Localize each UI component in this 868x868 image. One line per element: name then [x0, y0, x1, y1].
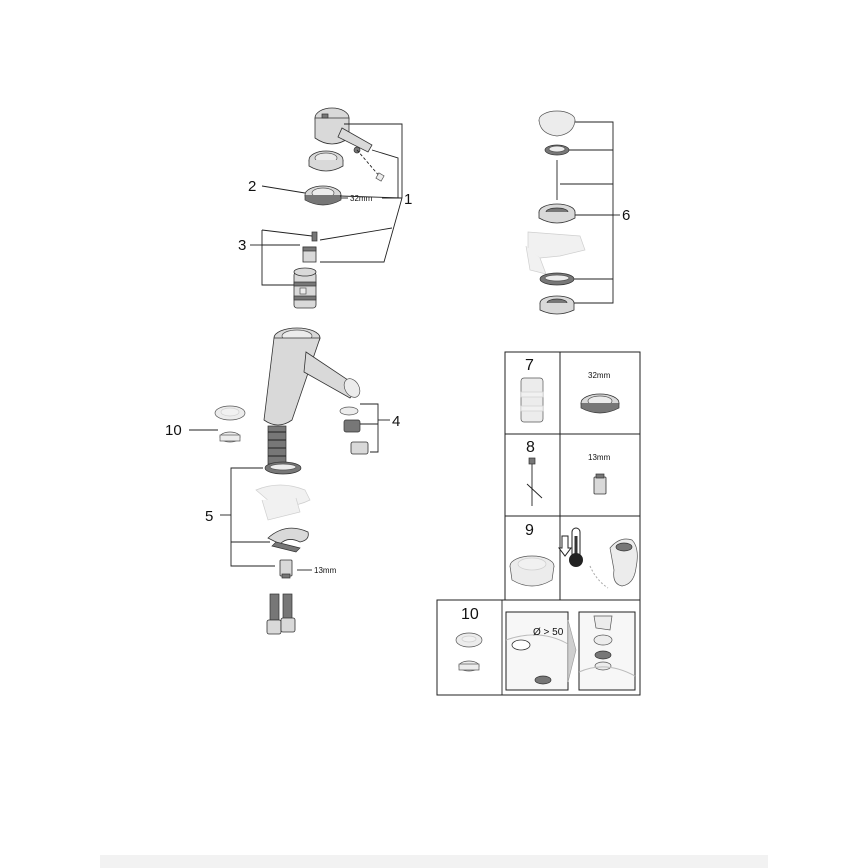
callout-4: 4: [392, 413, 400, 430]
connector-spare-8: [593, 473, 607, 495]
callout-3: 3: [238, 237, 246, 254]
footer-bar: [100, 855, 768, 868]
temperature-limiter-9: [509, 555, 555, 587]
mounting-kit: [255, 484, 311, 579]
sleeve-ring-32mm: [304, 185, 342, 206]
callout-6: 6: [622, 207, 630, 224]
hose-bundle: [267, 425, 287, 465]
drain-cover-left: [214, 405, 246, 443]
connector-dimension-label: 13mm: [314, 566, 337, 575]
handle-rotation-icon: [589, 538, 638, 589]
table-row-10-diameter: Ø > 50: [533, 627, 564, 638]
table-row-10-label: 10: [461, 606, 479, 623]
table-row-7-size: 32mm: [588, 371, 611, 380]
handle-lever: [314, 107, 373, 153]
ring-spare-7: [580, 393, 620, 414]
callout-10-left: 10: [165, 422, 182, 439]
aerator-parts: [339, 406, 369, 455]
grub-screw: [353, 146, 385, 182]
drain-body: [538, 203, 576, 224]
ring-dimension-label: 32mm: [350, 194, 373, 203]
cartridge: [293, 267, 317, 309]
drain-cover-spare-10: [455, 632, 483, 672]
drain-seal: [544, 144, 570, 156]
thermometer-icon: [558, 527, 583, 567]
cartridge-spindle: [302, 231, 318, 263]
table-row-8-label: 8: [526, 439, 535, 456]
spindle-spare-8: [526, 457, 543, 506]
supply-hoses: [266, 593, 296, 635]
callout-1: 1: [404, 191, 412, 208]
faucet-body: [263, 327, 361, 426]
drain-ghost-basin: [525, 231, 586, 275]
table-row-7-label: 7: [525, 357, 534, 374]
callout-5: 5: [205, 508, 213, 525]
callout-2: 2: [248, 178, 256, 195]
cartridge-spare-7: [520, 377, 544, 423]
table-row-8-size: 13mm: [588, 453, 611, 462]
basin-hole-panel: [505, 611, 569, 691]
drain-plug-cap: [538, 110, 576, 137]
cap-ring: [308, 150, 344, 172]
drain-lower-seal: [539, 272, 575, 286]
drain-nut: [539, 295, 575, 315]
installed-cover-panel: [578, 611, 636, 691]
arrow-chevron: [567, 619, 577, 683]
table-row-9-label: 9: [525, 522, 534, 539]
